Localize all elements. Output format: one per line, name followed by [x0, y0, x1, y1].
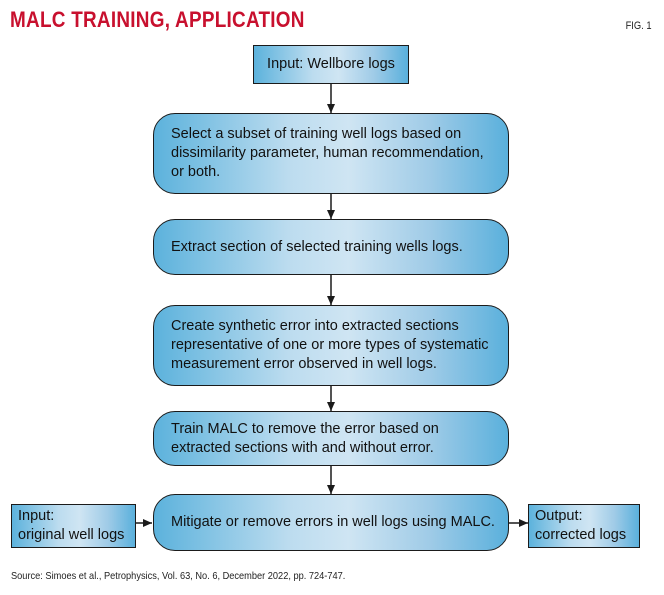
source-citation: Source: Simoes et al., Petrophysics, Vol…: [11, 570, 346, 582]
select-training-logs-box: Select a subset of training well logs ba…: [153, 113, 509, 194]
input-wellbore-logs-label: Input: Wellbore logs: [267, 56, 395, 72]
mitigate-errors-label: Mitigate or remove errors in well logs u…: [171, 514, 495, 530]
select-training-logs-label: Select a subset of training well logs ba…: [171, 126, 484, 180]
input-original-logs-box: Input: original well logs: [11, 504, 136, 548]
train-malc-label: Train MALC to remove the error based on …: [171, 420, 439, 456]
extract-section-box: Extract section of selected training wel…: [153, 219, 509, 275]
output-corrected-logs-box: Output: corrected logs: [528, 504, 640, 548]
page-title: MALC TRAINING, APPLICATION: [10, 7, 305, 32]
create-synthetic-error-label: Create synthetic error into extracted se…: [171, 318, 489, 372]
train-malc-box: Train MALC to remove the error based on …: [153, 411, 509, 466]
extract-section-label: Extract section of selected training wel…: [171, 238, 463, 255]
input-wellbore-logs-box: Input: Wellbore logs: [253, 45, 409, 84]
output-corrected-logs-label: Output: corrected logs: [535, 508, 627, 543]
input-original-logs-label: Input: original well logs: [18, 508, 125, 543]
mitigate-errors-box: Mitigate or remove errors in well logs u…: [153, 494, 509, 551]
figure-number: FIG. 1: [626, 20, 652, 32]
create-synthetic-error-box: Create synthetic error into extracted se…: [153, 305, 509, 386]
